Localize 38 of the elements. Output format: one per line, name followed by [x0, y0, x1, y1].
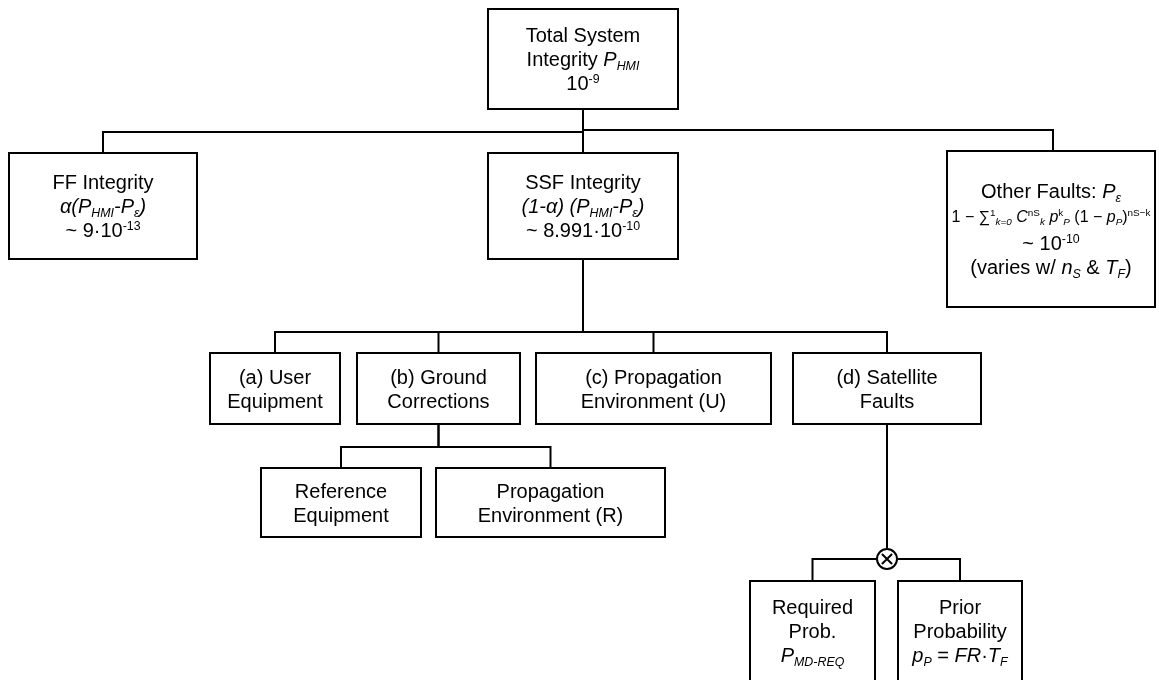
tree-box [8, 152, 198, 260]
tree-box [946, 150, 1156, 308]
box-text: 1 − ∑$^{1}$$_{k=0}$ C$^{nS}$$_{k}$ p$^{k}$$_{P}$ (1 − p$_{P}$)$^{nS−k}$ [951, 206, 1151, 230]
box-text: P$_{MD-REQ}$ [780, 643, 845, 667]
box-title: (c) Propagation Environment (U) [579, 364, 728, 413]
box-title: (a) User Equipment [226, 364, 324, 413]
connector-line [437, 424, 552, 468]
tree-box [897, 580, 1023, 680]
tree-box [487, 152, 679, 260]
box-text: α(P$_{HMI}$-P$_{ε}$) [59, 194, 147, 218]
box-text: 10$^{-9}$ [566, 71, 600, 95]
box-text: p$_{P}$ = FR·T$_{F}$ [912, 643, 1008, 667]
tree-box [209, 352, 341, 425]
box-title: Total System Integrity P$_{HMI}$ [524, 23, 642, 71]
box-title: FF Integrity [52, 170, 154, 194]
tree-box [435, 467, 666, 538]
connector-line [897, 558, 961, 581]
tree-box [792, 352, 982, 425]
connector-line [811, 558, 877, 581]
box-title: Required Prob. [770, 595, 855, 643]
box-text: ~ 8.991·10$^{-10}$ [525, 218, 641, 242]
box-title: (d) Satellite Faults [835, 364, 939, 413]
connector-line [886, 424, 888, 549]
tree-box [535, 352, 772, 425]
box-text: (varies w/ n$_{S}$ & T$_{F}$) [970, 254, 1132, 279]
box-title: Reference Equipment [292, 478, 390, 527]
box-text: ~ 9·10$^{-13}$ [65, 218, 141, 242]
box-title: Propagation Environment (R) [476, 478, 625, 527]
box-title: (b) Ground Corrections [386, 364, 491, 413]
tree-box [356, 352, 521, 425]
box-text: ~ 10$^{-10}$ [1022, 230, 1080, 255]
tree-box [487, 8, 679, 110]
box-text: (1-α) (P$_{HMI}$-P$_{ε}$) [521, 194, 645, 218]
tree-box [749, 580, 876, 680]
and-gate-symbol [876, 548, 898, 570]
tree-box [260, 467, 422, 538]
box-title: Other Faults: P$_{ε}$ [981, 179, 1121, 204]
box-title: SSF Integrity [525, 170, 641, 194]
